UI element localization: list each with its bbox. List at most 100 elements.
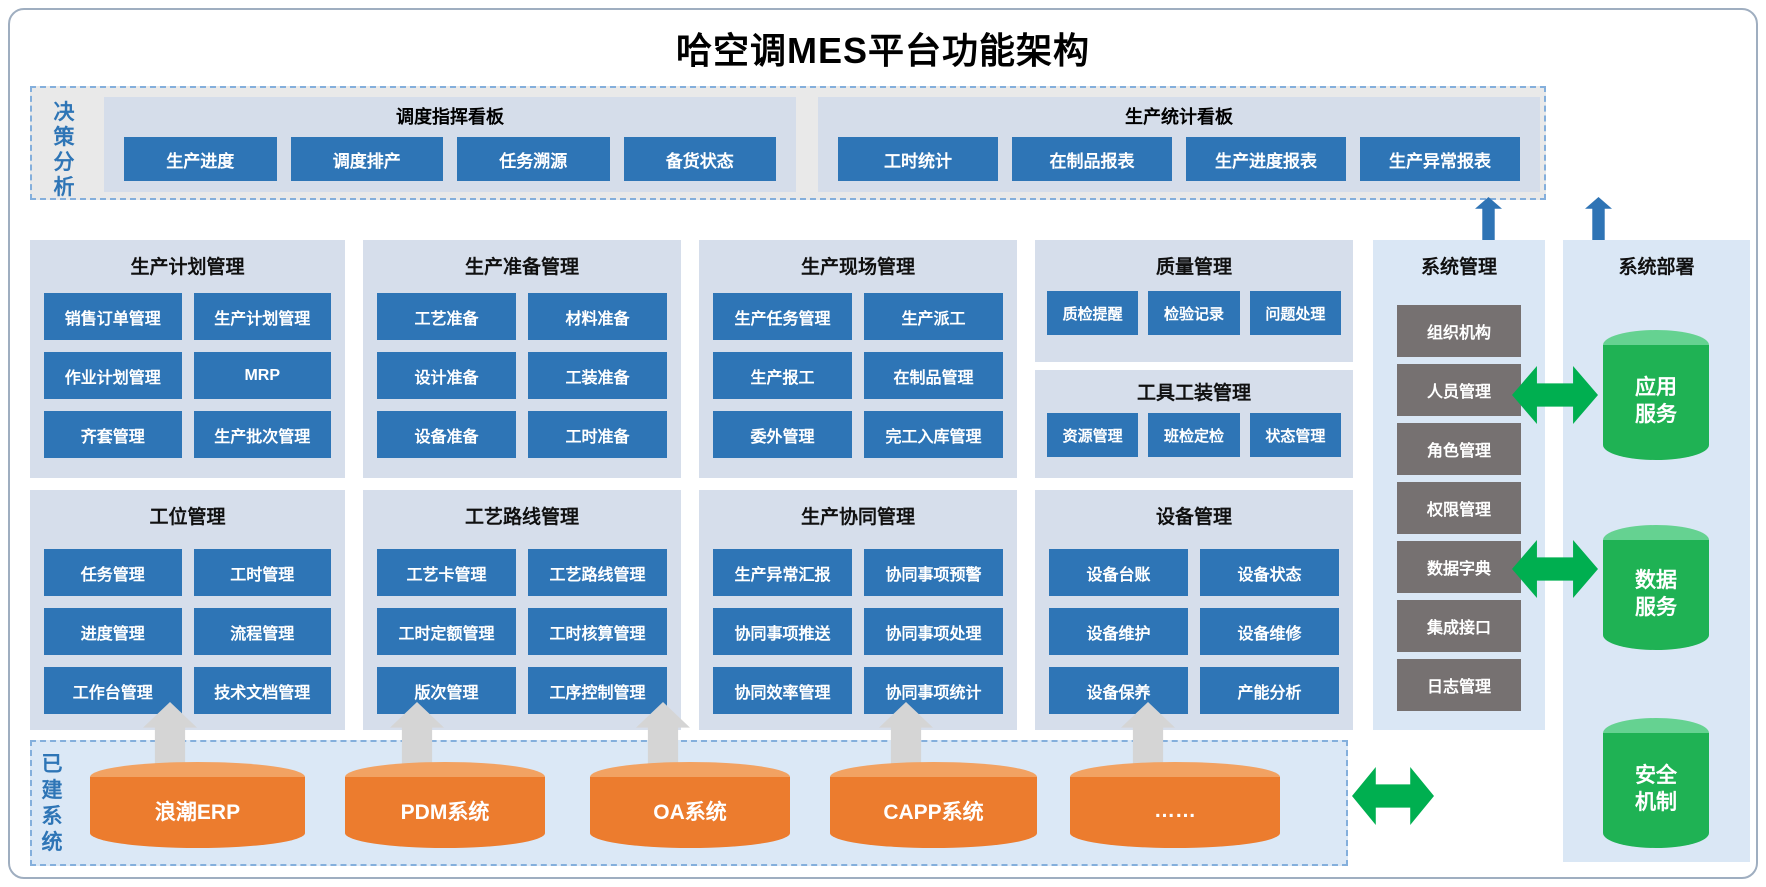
module-item: 设备维修 [1200,608,1339,655]
system-management-panel: 系统管理 组织机构 人员管理 角色管理 权限管理 数据字典 集成接口 日志管理 [1373,240,1545,730]
module-item: 设备保养 [1049,667,1188,714]
module-item: 协同事项推送 [713,608,852,655]
module-item: 产能分析 [1200,667,1339,714]
module-item: 生产异常汇报 [713,549,852,596]
existing-system-cylinder-capp: CAPP系统 [830,762,1037,848]
board-title: 生产统计看板 [1125,107,1233,127]
module-item: MRP [193,352,331,399]
existing-system-cylinder-erp: 浪潮ERP [90,762,305,848]
module-item: 工作台管理 [44,667,182,714]
panel-title: 质量管理 [1155,257,1232,278]
system-management-item: 集成接口 [1397,600,1521,652]
system-deployment-panel: 系统部署 应用服务 数据服务 安全机制 [1563,240,1750,862]
module-item: 技术文档管理 [193,667,331,714]
module-item: 班检定检 [1148,413,1240,457]
production-stats-board: 生产统计看板 工时统计 在制品报表 生产进度报表 生产异常报表 [818,97,1540,192]
module-item: 生产报工 [713,352,852,399]
module-item: 协同效率管理 [713,667,852,714]
module-panel-process-route-management: 工艺路线管理 工艺卡管理 工艺路线管理 工时定额管理 工时核算管理 版次管理 工… [363,490,681,730]
page-title: 哈空调MES平台功能架构 [675,30,1090,71]
board-item: 生产异常报表 [1360,137,1520,181]
board-item: 生产进度 [124,137,277,181]
module-item: 作业计划管理 [44,352,182,399]
existing-system-cylinder-pdm: PDM系统 [345,762,545,848]
board-item: 工时统计 [838,137,998,181]
module-item: 版次管理 [377,667,516,714]
module-item: 检验记录 [1148,291,1240,335]
panel-title: 设备管理 [1155,507,1232,528]
module-item: 工时定额管理 [377,608,516,655]
module-item: 完工入库管理 [864,411,1003,458]
module-item: 工艺准备 [377,293,516,340]
module-item: 进度管理 [44,608,182,655]
panel-title: 系统管理 [1420,257,1497,278]
module-item: 问题处理 [1249,291,1341,335]
module-item: 协同事项预警 [864,549,1003,596]
deployment-cylinder-security-mechanism: 安全机制 [1603,718,1709,848]
decision-analysis-label: 决策分析 [53,101,75,199]
decision-analysis-section: 决策分析 调度指挥看板 生产进度 调度排产 任务溯源 备货状态 生产统计看板 工… [30,86,1546,200]
module-item: 在制品管理 [864,352,1003,399]
panel-title: 生产准备管理 [464,257,579,278]
module-item: 工时准备 [528,411,667,458]
dispatch-command-board: 调度指挥看板 生产进度 调度排产 任务溯源 备货状态 [104,97,796,192]
module-item: 生产任务管理 [713,293,852,340]
module-item: 工时核算管理 [528,608,667,655]
module-panel-collaboration-management: 生产协同管理 生产异常汇报 协同事项预警 协同事项推送 协同事项处理 协同效率管… [699,490,1017,730]
module-item: 质检提醒 [1047,291,1139,335]
deployment-cylinder-data-services: 数据服务 [1603,525,1709,650]
board-item: 任务溯源 [457,137,610,181]
module-item: 设计准备 [377,352,516,399]
module-panel-equipment-management: 设备管理 设备台账 设备状态 设备维护 设备维修 设备保养 产能分析 [1035,490,1353,730]
module-panel-shopfloor-management: 生产现场管理 生产任务管理 生产派工 生产报工 在制品管理 委外管理 完工入库管… [699,240,1017,478]
module-item: 齐套管理 [44,411,182,458]
module-item: 工装准备 [528,352,667,399]
panel-title: 生产现场管理 [800,257,915,278]
system-management-item: 日志管理 [1397,659,1521,711]
module-item: 设备状态 [1200,549,1339,596]
panel-title: 生产协同管理 [800,507,915,528]
module-item: 设备维护 [1049,608,1188,655]
panel-title: 工位管理 [149,507,226,528]
module-item: 材料准备 [528,293,667,340]
module-item: 流程管理 [193,608,331,655]
outer-border [8,8,1758,879]
module-item: 工艺路线管理 [528,549,667,596]
deployment-cylinder-application-services: 应用服务 [1603,330,1709,460]
module-panel-production-planning: 生产计划管理 销售订单管理 生产计划管理 作业计划管理 MRP 齐套管理 生产批… [30,240,345,478]
board-item: 备货状态 [623,137,776,181]
module-item: 工艺卡管理 [377,549,516,596]
module-item: 生产计划管理 [193,293,331,340]
existing-systems-label: 已建系统 [41,753,63,854]
module-item: 委外管理 [713,411,852,458]
board-item: 生产进度报表 [1186,137,1346,181]
board-item: 在制品报表 [1012,137,1172,181]
module-item: 设备台账 [1049,549,1188,596]
panel-title: 系统部署 [1618,257,1695,278]
module-panel-quality-management: 质量管理 质检提醒 检验记录 问题处理 [1035,240,1353,362]
module-item: 状态管理 [1249,413,1341,457]
system-management-item: 权限管理 [1397,482,1521,534]
existing-system-cylinder-others: …… [1070,762,1280,848]
module-item: 协同事项处理 [864,608,1003,655]
system-management-item: 数据字典 [1397,541,1521,593]
existing-system-cylinder-oa: OA系统 [590,762,790,848]
module-item: 工序控制管理 [528,667,667,714]
panel-title: 工具工装管理 [1136,383,1251,404]
module-panel-production-preparation: 生产准备管理 工艺准备 材料准备 设计准备 工装准备 设备准备 工时准备 [363,240,681,478]
system-management-item: 人员管理 [1397,364,1521,416]
board-title: 调度指挥看板 [396,107,504,127]
panel-title: 工艺路线管理 [464,507,579,528]
module-item: 生产派工 [864,293,1003,340]
module-item: 协同事项统计 [864,667,1003,714]
system-management-item: 角色管理 [1397,423,1521,475]
module-item: 销售订单管理 [44,293,182,340]
module-panel-workstation-management: 工位管理 任务管理 工时管理 进度管理 流程管理 工作台管理 技术文档管理 [30,490,345,730]
system-management-item: 组织机构 [1397,305,1521,357]
module-item: 任务管理 [44,549,182,596]
panel-title: 生产计划管理 [130,257,245,278]
module-item: 生产批次管理 [193,411,331,458]
module-panel-tooling-management: 工具工装管理 资源管理 班检定检 状态管理 [1035,370,1353,478]
board-item: 调度排产 [290,137,443,181]
